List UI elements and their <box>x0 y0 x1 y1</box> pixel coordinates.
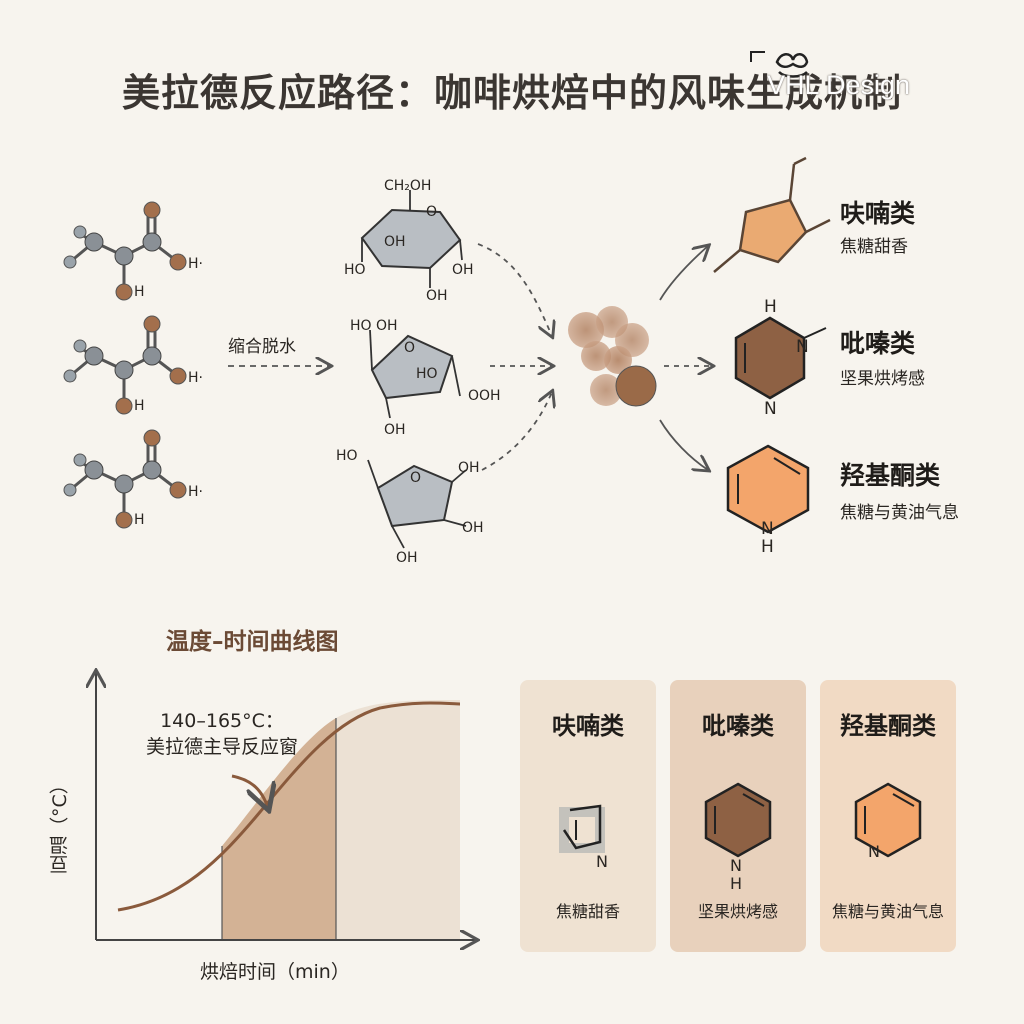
product-name-hydroxyketones: 羟基酮类 <box>840 461 941 490</box>
watermark-logo-icon <box>750 51 809 78</box>
amino-ho-label: H· <box>188 370 203 386</box>
fructose-ooh-label: OOH <box>468 388 501 404</box>
card-pyrazines: 吡嗪类 N H 坚果烘烤感 <box>670 680 806 952</box>
hydroxyketone-h-label: H <box>761 537 774 557</box>
ribose-oh-label: OH <box>458 460 480 476</box>
amino-acid-2 <box>63 315 187 415</box>
pyrazine-h-label: H <box>764 297 777 317</box>
card-name-hydroxyketones: 羟基酮类 <box>840 712 936 740</box>
chart-title: 温度–时间曲线图 <box>166 629 339 655</box>
amino-acid-1 <box>63 201 187 301</box>
watermark: VHL Design <box>745 48 1005 104</box>
temperature-curve-chart <box>96 672 476 940</box>
card-furan-n-label: N <box>596 852 608 871</box>
card-hydroxyketone-n-label: N <box>868 842 880 861</box>
step-label: 缩合脱水 <box>228 337 296 357</box>
reaction-window-annotation: 140–165°C： 美拉德主导反应窗 <box>112 708 332 760</box>
y-axis-label: 豆温（°C） <box>49 775 71 875</box>
melanoidin-intermediate <box>568 306 657 407</box>
page-title: 美拉德反应路径：咖啡烘焙中的风味生成机制 <box>121 71 902 115</box>
glucose-oh-label: OH <box>452 262 474 278</box>
card-pyrazine-n-label: N <box>730 856 742 875</box>
card-hydroxyketone-icon <box>854 782 922 858</box>
annotation-line-2: 美拉德主导反应窗 <box>145 736 298 758</box>
card-name-furans: 呋喃类 <box>552 712 624 740</box>
card-furan-icon <box>559 804 605 853</box>
glucose-oh-label: OH <box>384 234 406 250</box>
amino-acid-3 <box>63 429 187 529</box>
amino-ho-label: H· <box>188 484 203 500</box>
card-desc-pyrazines: 坚果烘烤感 <box>697 902 778 921</box>
card-furans: 呋喃类 N 焦糖甜香 <box>520 680 656 952</box>
amino-h-label: H <box>134 398 145 414</box>
fructose-hooh-label: HO OH <box>350 318 398 334</box>
glucose-oh-label: OH <box>426 288 448 304</box>
card-desc-hydroxyketones: 焦糖与黄油气息 <box>831 902 944 921</box>
card-hydroxyketones: 羟基酮类 N 焦糖与黄油气息 <box>820 680 956 952</box>
product-name-furans: 呋喃类 <box>840 199 916 228</box>
annotation-line-1: 140–165°C： <box>160 710 284 732</box>
fructose-o-label: O <box>404 340 415 356</box>
temperature-curve <box>117 701 461 912</box>
ribose-oh-label: OH <box>396 550 418 566</box>
pyrazine-n-label: N <box>764 399 777 419</box>
ribose-ho-label: HO <box>336 448 358 464</box>
amino-h-label: H <box>134 284 145 300</box>
x-axis-label: 烘焙时间（min） <box>200 961 350 983</box>
furan-structure <box>713 156 831 273</box>
card-desc-furans: 焦糖甜香 <box>555 902 620 921</box>
fructose-oh-label: OH <box>384 422 406 438</box>
fructose-ho-label: HO <box>416 366 438 382</box>
amino-h-label: H <box>134 512 145 528</box>
product-name-pyrazines: 吡嗪类 <box>840 329 916 358</box>
product-desc-hydroxyketones: 焦糖与黄油气息 <box>840 503 959 523</box>
pyrazine-structure <box>734 316 827 400</box>
fructose-molecule: HO OH O HO OH OOH <box>350 318 501 438</box>
ribose-oh-label: OH <box>462 520 484 536</box>
card-pyrazine-h-label: H <box>730 874 743 893</box>
card-pyrazine-icon <box>704 782 772 858</box>
amino-ho-label: H· <box>188 256 203 272</box>
hydroxyketone-n-label: N <box>761 519 774 539</box>
glucose-molecule: CH₂OH O OH HO OH OH <box>344 178 474 304</box>
annotation-arrow <box>231 774 268 808</box>
product-desc-pyrazines: 坚果烘烤感 <box>840 369 925 389</box>
product-desc-furans: 焦糖甜香 <box>840 237 908 257</box>
post-window-area <box>336 700 460 940</box>
watermark-text: VHL Design <box>767 70 911 100</box>
glucose-ho-label: HO <box>344 262 366 278</box>
ribose-o-label: O <box>410 470 421 486</box>
glucose-ch2oh-label: CH₂OH <box>384 178 431 194</box>
hydroxyketone-structure <box>726 444 810 534</box>
card-name-pyrazines: 吡嗪类 <box>702 712 774 740</box>
pyrazine-n-label: N <box>796 337 809 357</box>
ribose-molecule: HO O OH OH OH <box>336 448 484 566</box>
glucose-o-label: O <box>426 204 437 220</box>
reaction-window-area <box>222 718 336 940</box>
